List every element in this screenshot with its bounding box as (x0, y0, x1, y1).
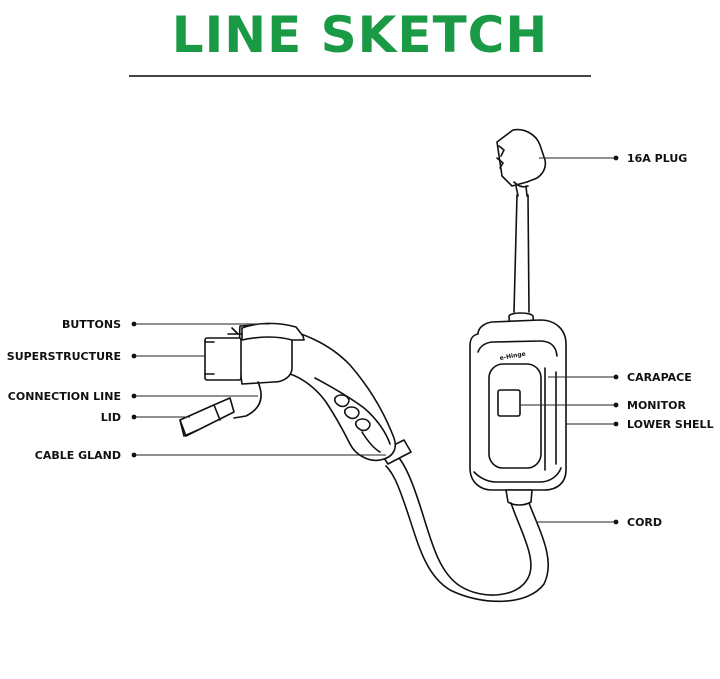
lid (179, 381, 262, 437)
label-cord: CORD (627, 516, 662, 529)
label-carapace: CARAPACE (627, 371, 692, 384)
label-superstructure: SUPERSTRUCTURE (7, 350, 121, 363)
plug-head (496, 128, 547, 197)
label-connection-line: CONNECTION LINE (8, 390, 121, 403)
label-lid: LID (101, 411, 121, 424)
page-title: LINE SKETCH (171, 6, 549, 64)
label-buttons: BUTTONS (62, 318, 121, 331)
plug-cable (513, 194, 530, 313)
title-divider (129, 75, 591, 77)
label-monitor: MONITOR (627, 399, 686, 412)
control-box: e-Hinge (469, 312, 567, 506)
charging-gun (204, 322, 412, 465)
leader-lines (131, 155, 619, 525)
label-lower-shell: LOWER SHELL (627, 418, 714, 431)
monitor-screen (497, 389, 521, 417)
label-16a-plug: 16A PLUG (627, 152, 687, 165)
device-logo: e-Hinge (499, 351, 526, 362)
cord-loop (385, 451, 549, 603)
label-cable-gland: CABLE GLAND (35, 449, 121, 462)
